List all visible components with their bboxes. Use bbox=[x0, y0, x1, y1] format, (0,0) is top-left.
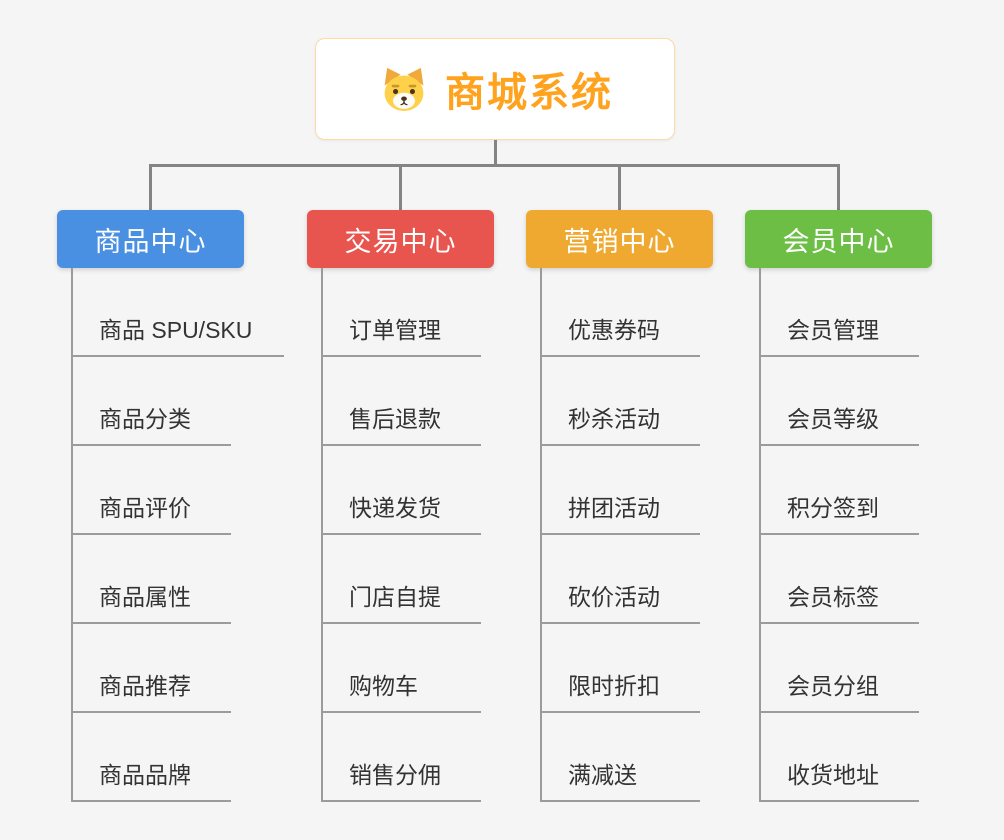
child-node[interactable]: 会员管理 bbox=[759, 315, 919, 357]
root-title: 商城系统 bbox=[445, 71, 613, 115]
branch: 商品中心 商品 SPU/SKU 商品分类 商品评价 商品属性 商品推荐 商品品牌 bbox=[57, 210, 285, 802]
child-label: 订单管理 bbox=[349, 317, 441, 343]
child-node[interactable]: 订单管理 bbox=[321, 315, 481, 357]
child-label: 购物车 bbox=[349, 673, 418, 699]
child-node[interactable]: 商品 SPU/SKU bbox=[71, 315, 285, 357]
child-node[interactable]: 会员分组 bbox=[759, 671, 919, 713]
branch-children: 会员管理 会员等级 积分签到 会员标签 会员分组 收货地址 bbox=[759, 268, 919, 802]
child-node[interactable]: 商品属性 bbox=[71, 582, 231, 624]
child-node[interactable]: 商品评价 bbox=[71, 493, 231, 535]
child-node[interactable]: 会员等级 bbox=[759, 404, 919, 446]
child-label: 积分签到 bbox=[787, 495, 879, 521]
child-label: 会员分组 bbox=[787, 673, 879, 699]
child-node[interactable]: 优惠券码 bbox=[540, 315, 700, 357]
child-node[interactable]: 秒杀活动 bbox=[540, 404, 700, 446]
child-node[interactable]: 门店自提 bbox=[321, 582, 481, 624]
child-node[interactable]: 拼团活动 bbox=[540, 493, 700, 535]
branch-children: 订单管理 售后退款 快递发货 门店自提 购物车 销售分佣 bbox=[321, 268, 481, 802]
branch-children: 商品 SPU/SKU 商品分类 商品评价 商品属性 商品推荐 商品品牌 bbox=[71, 268, 285, 802]
child-node[interactable]: 会员标签 bbox=[759, 582, 919, 624]
child-label: 限时折扣 bbox=[568, 673, 660, 699]
child-label: 商品 SPU/SKU bbox=[99, 317, 253, 343]
child-label: 收货地址 bbox=[787, 762, 879, 788]
branch-label: 交易中心 bbox=[344, 226, 457, 257]
child-label: 满减送 bbox=[568, 762, 637, 788]
branch-node[interactable]: 交易中心 bbox=[307, 210, 494, 268]
child-node[interactable]: 销售分佣 bbox=[321, 760, 481, 802]
connector-horizontal bbox=[149, 164, 840, 167]
branch: 交易中心 订单管理 售后退款 快递发货 门店自提 购物车 销售分佣 bbox=[307, 210, 494, 802]
child-label: 销售分佣 bbox=[349, 762, 441, 788]
child-label: 优惠券码 bbox=[568, 317, 660, 343]
branch-spine-line bbox=[321, 268, 323, 802]
child-node[interactable]: 限时折扣 bbox=[540, 671, 700, 713]
child-label: 会员标签 bbox=[787, 584, 879, 610]
connector-drop-4 bbox=[837, 164, 840, 210]
root-node[interactable]: 商城系统 bbox=[315, 38, 675, 140]
child-label: 商品推荐 bbox=[99, 673, 191, 699]
child-node[interactable]: 积分签到 bbox=[759, 493, 919, 535]
branch-children: 优惠券码 秒杀活动 拼团活动 砍价活动 限时折扣 满减送 bbox=[540, 268, 700, 802]
branch-node[interactable]: 营销中心 bbox=[526, 210, 713, 268]
branch-label: 商品中心 bbox=[94, 226, 207, 257]
dog-icon bbox=[377, 62, 431, 116]
child-node[interactable]: 售后退款 bbox=[321, 404, 481, 446]
branch-node[interactable]: 会员中心 bbox=[745, 210, 932, 268]
child-node[interactable]: 商品品牌 bbox=[71, 760, 231, 802]
child-node[interactable]: 商品推荐 bbox=[71, 671, 231, 713]
child-label: 售后退款 bbox=[349, 406, 441, 432]
child-label: 秒杀活动 bbox=[568, 406, 660, 432]
child-label: 拼团活动 bbox=[568, 495, 660, 521]
child-label: 商品分类 bbox=[99, 406, 191, 432]
child-node[interactable]: 商品分类 bbox=[71, 404, 231, 446]
child-label: 快递发货 bbox=[349, 495, 441, 521]
child-node[interactable]: 满减送 bbox=[540, 760, 700, 802]
connector-drop-3 bbox=[618, 164, 621, 210]
branch-label: 会员中心 bbox=[782, 226, 895, 257]
connector-drop-2 bbox=[399, 164, 402, 210]
child-label: 商品品牌 bbox=[99, 762, 191, 788]
child-label: 门店自提 bbox=[349, 584, 441, 610]
connector-drop-1 bbox=[149, 164, 152, 210]
branch: 营销中心 优惠券码 秒杀活动 拼团活动 砍价活动 限时折扣 满减送 bbox=[526, 210, 713, 802]
branch-label: 营销中心 bbox=[563, 226, 676, 257]
child-label: 会员管理 bbox=[787, 317, 879, 343]
child-label: 商品评价 bbox=[99, 495, 191, 521]
child-node[interactable]: 购物车 bbox=[321, 671, 481, 713]
child-node[interactable]: 快递发货 bbox=[321, 493, 481, 535]
branch-spine-line bbox=[71, 268, 73, 802]
child-label: 砍价活动 bbox=[568, 584, 660, 610]
child-node[interactable]: 收货地址 bbox=[759, 760, 919, 802]
branch-spine-line bbox=[540, 268, 542, 802]
child-label: 会员等级 bbox=[787, 406, 879, 432]
branch-node[interactable]: 商品中心 bbox=[57, 210, 244, 268]
child-label: 商品属性 bbox=[99, 584, 191, 610]
child-node[interactable]: 砍价活动 bbox=[540, 582, 700, 624]
branch-spine-line bbox=[759, 268, 761, 802]
connector-root-vertical bbox=[494, 140, 497, 166]
branch: 会员中心 会员管理 会员等级 积分签到 会员标签 会员分组 收货地址 bbox=[745, 210, 932, 802]
